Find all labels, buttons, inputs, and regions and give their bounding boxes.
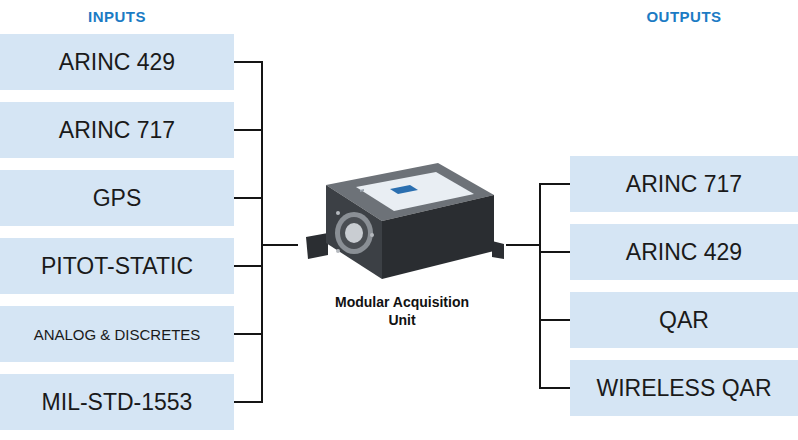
bus-connector <box>234 130 298 245</box>
connector-body <box>340 217 368 249</box>
signal-box: MIL-STD-1553 <box>0 374 234 430</box>
bus-connector <box>506 184 570 245</box>
device-sticker <box>356 172 474 211</box>
signal-name: ARINC 429 <box>59 49 175 76</box>
signal-name: ANALOG & DISCRETES <box>34 326 201 343</box>
bus-connector <box>234 245 298 266</box>
screw <box>336 211 340 215</box>
signal-name: PITOT-STATIC <box>41 253 193 280</box>
bus-connector <box>506 245 570 252</box>
screw <box>336 249 340 253</box>
signal-box: ARINC 429 <box>0 34 234 90</box>
signal-box: ARINC 429 <box>570 224 798 280</box>
bus-connector <box>234 245 298 334</box>
screw <box>370 233 374 237</box>
bus-connector <box>234 62 298 245</box>
signal-name: MIL-STD-1553 <box>42 389 193 416</box>
mounting-flange <box>306 233 328 259</box>
column-heading: INPUTS <box>0 8 234 25</box>
housing-front <box>326 185 382 279</box>
connector-ring <box>335 212 373 254</box>
device-node: Modular Acquisition Unit <box>298 145 506 345</box>
signal-name: GPS <box>93 185 142 212</box>
device-caption: Modular Acquisition Unit <box>322 293 482 329</box>
signal-box: PITOT-STATIC <box>0 238 234 294</box>
signal-name: ARINC 717 <box>626 171 742 198</box>
bus-connector <box>506 245 570 388</box>
bus-connector <box>234 198 298 245</box>
signal-box: WIRELESS QAR <box>570 360 798 416</box>
signal-name: ARINC 717 <box>59 117 175 144</box>
signal-box: GPS <box>0 170 234 226</box>
column-heading: OUTPUTS <box>570 8 798 25</box>
signal-name: WIRELESS QAR <box>596 375 771 402</box>
signal-box: ARINC 717 <box>0 102 234 158</box>
bus-connector <box>234 245 298 402</box>
signal-name: QAR <box>659 307 709 334</box>
signal-name: ARINC 429 <box>626 239 742 266</box>
bus-connector <box>506 245 570 320</box>
sticker-logo <box>390 185 418 194</box>
signal-box: ANALOG & DISCRETES <box>0 306 234 362</box>
signal-box: QAR <box>570 292 798 348</box>
device-illustration <box>298 145 506 285</box>
signal-box: ARINC 717 <box>570 156 798 212</box>
sticker-mark <box>360 189 364 192</box>
connector-face <box>345 223 363 243</box>
